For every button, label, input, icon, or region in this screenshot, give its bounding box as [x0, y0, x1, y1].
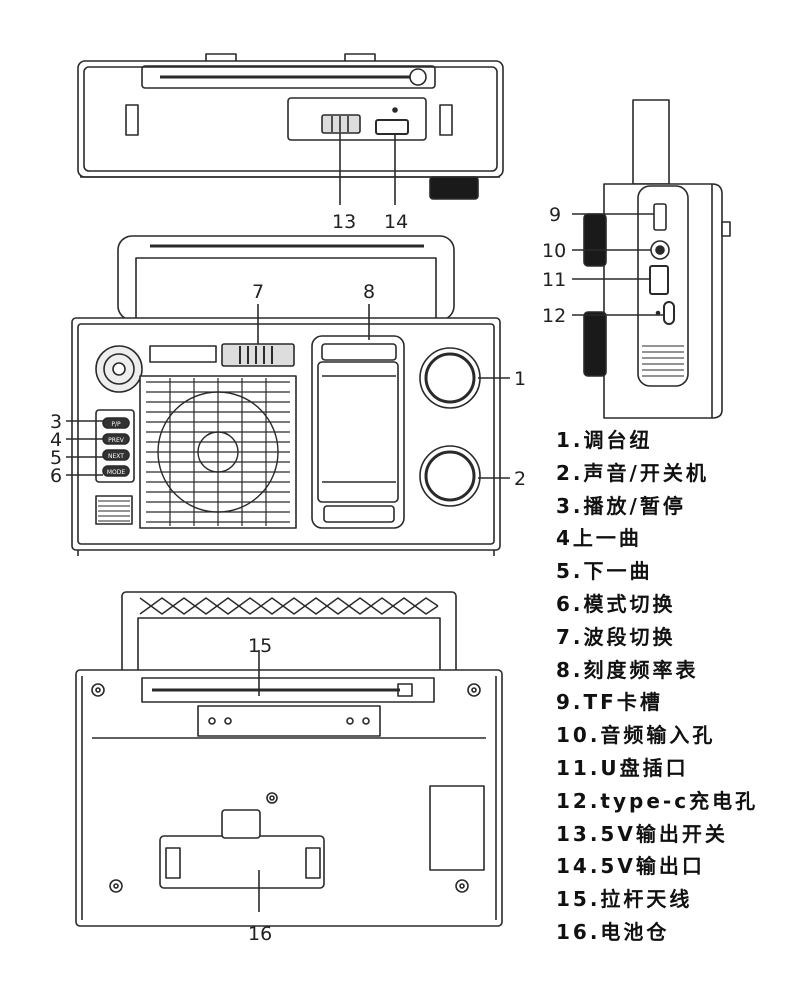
front-view: [66, 235, 510, 556]
type-c-port: [663, 301, 675, 325]
callout-5: 5: [50, 447, 62, 469]
callout-9: 9: [549, 204, 561, 226]
frequency-dial-frame: [311, 335, 405, 529]
volume-power-knob: [419, 445, 481, 507]
next-label: NEXT: [108, 453, 124, 460]
tuning-knob-top: [429, 176, 479, 200]
legend-item: 1.调台纽: [556, 428, 653, 452]
top-view: [77, 53, 504, 205]
usb-output-switch: [321, 114, 361, 134]
callout-12: 12: [542, 305, 566, 327]
play-pause-button: [102, 417, 130, 429]
antenna-knob-top: [409, 68, 427, 86]
callout-15: 15: [248, 635, 272, 657]
side-knob-lower: [583, 311, 607, 377]
callout-16: 16: [248, 923, 272, 945]
legend-item: 3.播放/暂停: [556, 493, 686, 518]
legend-item: 10.音频输入孔: [556, 723, 716, 748]
legend-item: 2.声音/开关机: [556, 460, 709, 485]
callout-1: 1: [514, 368, 526, 390]
legend-item: 13.5V输出开关: [556, 821, 728, 846]
legend-item: 14.5V输出口: [556, 854, 705, 879]
side-view: [572, 99, 731, 419]
callout-10: 10: [542, 240, 566, 262]
callout-7: 7: [252, 281, 264, 303]
callout-3: 3: [50, 411, 62, 433]
legend-item: 15.拉杆天线: [556, 887, 693, 912]
callout-2: 2: [514, 468, 526, 490]
callout-13: 13: [332, 211, 356, 233]
mode-label: MODE: [107, 469, 126, 476]
tuning-knob: [419, 347, 481, 409]
callout-14: 14: [384, 211, 408, 233]
parts-legend: 1.调台纽 2.声音/开关机 3.播放/暂停 4上一曲 5.下一曲 6.模式切换…: [556, 424, 758, 949]
callout-4: 4: [50, 429, 62, 451]
prev-label: PREV: [108, 437, 125, 444]
back-view: [75, 591, 503, 927]
legend-item: 11.U盘插口: [556, 755, 689, 780]
legend-item: 8.刻度频率表: [556, 657, 699, 682]
band-switch: [221, 343, 295, 367]
mode-button: [102, 465, 130, 477]
next-button: [102, 449, 130, 461]
legend-item: 7.波段切换: [556, 624, 676, 649]
callout-11: 11: [542, 269, 566, 291]
legend-item: 16.电池仓: [556, 919, 670, 944]
play-pause-label: P/P: [111, 421, 121, 428]
usb-drive-port: [649, 265, 669, 295]
callout-6: 6: [50, 465, 62, 487]
legend-item: 12.type-c充电孔: [556, 788, 759, 813]
usb-output-port: [375, 119, 409, 135]
tf-card-slot: [653, 203, 667, 231]
side-knob-upper: [583, 213, 607, 267]
battery-compartment: [159, 835, 325, 889]
callout-8: 8: [363, 281, 375, 303]
legend-item: 4上一曲: [556, 526, 642, 551]
legend-item: 5.下一曲: [556, 559, 653, 584]
legend-item: 9.TF卡槽: [556, 690, 663, 715]
legend-item: 6.模式切换: [556, 591, 676, 616]
